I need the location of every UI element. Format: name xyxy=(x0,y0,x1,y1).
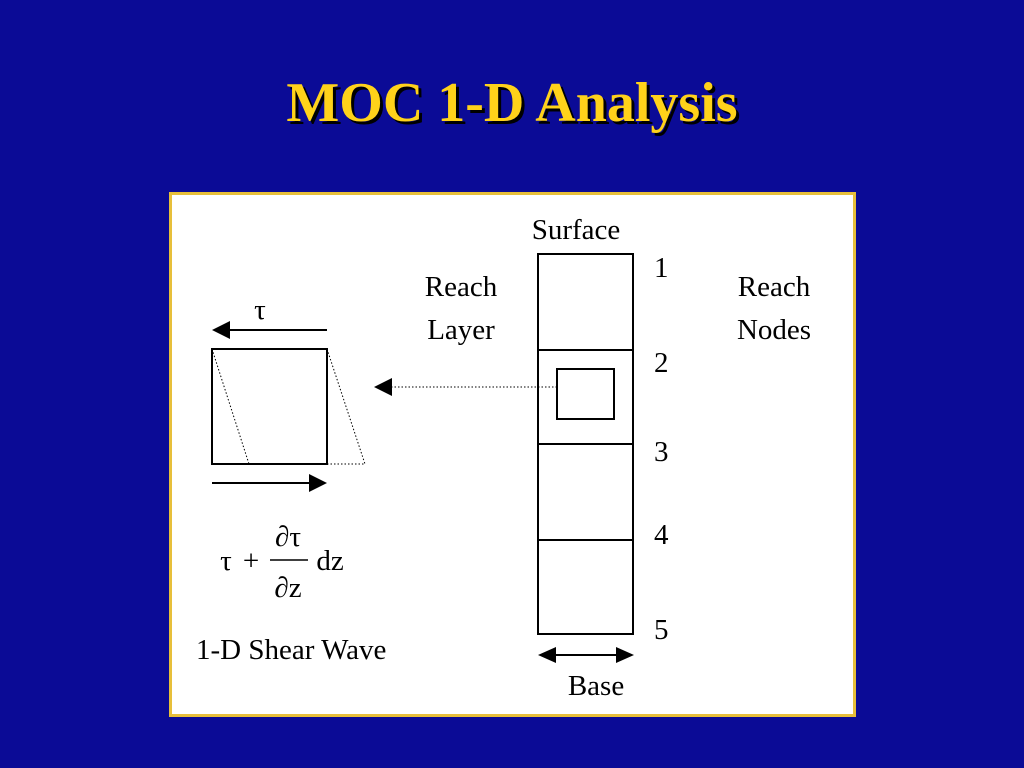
element-highlight-box xyxy=(556,368,615,420)
node-number-3: 3 xyxy=(654,436,669,468)
formula-numerator: ∂τ xyxy=(275,521,301,553)
tau-label: τ xyxy=(254,294,266,326)
diagram-panel: Surface Base Reach Layer Reach Nodes 1 2… xyxy=(169,192,856,717)
node-number-5: 5 xyxy=(654,614,669,646)
formula-dz: dz xyxy=(316,545,344,577)
top-shear-arrowhead xyxy=(212,321,230,339)
soil-column xyxy=(537,253,634,635)
surface-label: Surface xyxy=(532,214,621,246)
deformed-right-edge xyxy=(326,348,366,465)
bottom-shear-arrowhead xyxy=(309,474,327,492)
leader-arrowhead xyxy=(374,378,392,396)
element-square xyxy=(211,348,328,465)
deformed-left-edge xyxy=(211,348,250,465)
slide-title: MOC 1-D Analysis xyxy=(286,72,738,134)
formula-plus: + xyxy=(243,545,259,577)
node-number-1: 1 xyxy=(654,252,669,284)
base-arrow-left xyxy=(538,647,556,663)
base-label: Base xyxy=(568,670,624,702)
base-arrow-right xyxy=(616,647,634,663)
formula-denominator: ∂z xyxy=(274,572,301,604)
node-number-4: 4 xyxy=(654,519,669,551)
formula-tau: τ xyxy=(220,545,232,577)
moc-diagram: Surface Base Reach Layer Reach Nodes 1 2… xyxy=(196,214,811,702)
reach-layer-label-line1: Reach xyxy=(425,271,498,303)
node-number-2: 2 xyxy=(654,347,669,379)
shear-formula: τ + ∂τ ∂z dz xyxy=(220,521,344,604)
reach-layer-label-line2: Layer xyxy=(427,314,495,346)
shear-wave-caption: 1-D Shear Wave xyxy=(196,634,386,666)
reach-nodes-label-line2: Nodes xyxy=(737,314,811,346)
reach-nodes-label-line1: Reach xyxy=(738,271,811,303)
shear-element xyxy=(211,321,366,492)
